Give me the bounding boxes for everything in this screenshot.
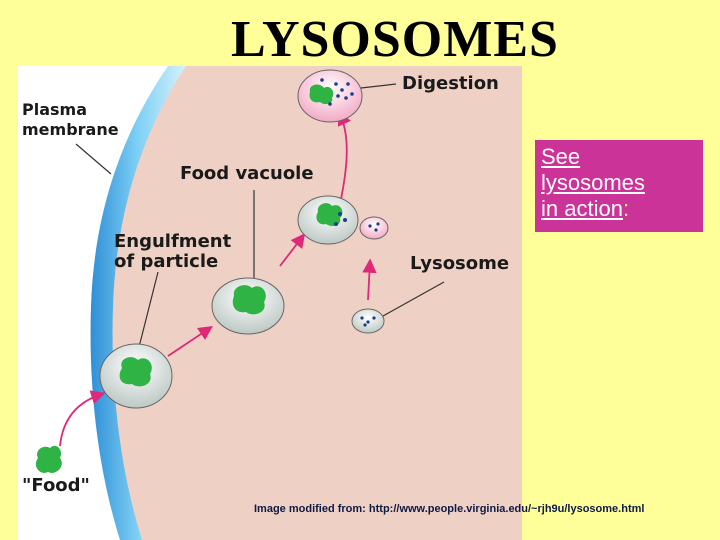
link-line-2[interactable]: lysosomes: [541, 170, 645, 195]
membrane-pointer: [75, 143, 112, 175]
lysosome-vesicle: [351, 308, 385, 334]
diagram-graphic: [18, 66, 445, 540]
digestion-pointer: [360, 83, 397, 89]
arrow-to-digestion: [337, 110, 352, 205]
label-engulfment: Engulfment of particle: [114, 231, 232, 272]
arrow-to-vacuole: [167, 326, 213, 357]
slide-title: LYSOSOMES: [231, 11, 559, 68]
label-food: "Food": [22, 475, 90, 496]
fusing-vacuole: [297, 195, 389, 245]
link-colon: :: [622, 196, 630, 221]
arrow-lysosome-up: [362, 258, 377, 301]
link-line-3-text[interactable]: in action: [541, 196, 623, 221]
label-plasma-membrane: Plasma membrane: [22, 100, 119, 139]
plasma-membrane: [90, 66, 186, 540]
link-line-3: in action:: [541, 196, 703, 222]
arrow-to-fusion: [279, 233, 306, 267]
digestion-vacuole: [297, 69, 363, 123]
label-lysosome: Lysosome: [410, 253, 510, 274]
link-line-1[interactable]: See: [541, 144, 581, 169]
lysosome-pointer: [382, 281, 445, 317]
see-lysosomes-link-box[interactable]: See lysosomes in action:: [535, 140, 703, 232]
engulfment-pointer: [137, 271, 159, 352]
engulfment-vesicle: [99, 343, 173, 409]
food-vacuole: [211, 277, 285, 335]
arrow-food-to-membrane: [59, 390, 106, 447]
label-food-vacuole: Food vacuole: [180, 163, 314, 184]
label-digestion: Digestion: [402, 73, 499, 94]
lysosome-diagram: Plasma membrane Food vacuole Engulfment …: [18, 66, 522, 540]
food-particle: [35, 445, 62, 473]
image-credit: Image modified from: http://www.people.v…: [254, 503, 645, 515]
